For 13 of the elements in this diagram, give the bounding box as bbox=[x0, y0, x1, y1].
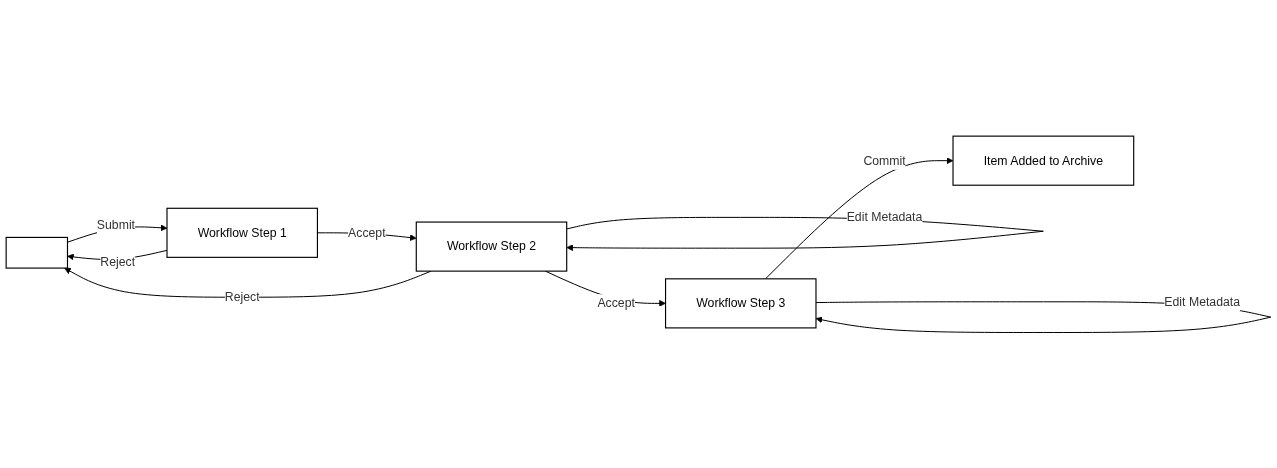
edge-label: Edit Metadata bbox=[846, 210, 923, 224]
node-box: Item Added to Archive bbox=[952, 135, 1135, 186]
node-box: Workflow Step 3 bbox=[664, 277, 817, 329]
node-box bbox=[5, 236, 69, 269]
edge-label: Accept bbox=[348, 225, 386, 239]
edge-label: Commit bbox=[863, 153, 906, 167]
edge-label: Accept bbox=[597, 296, 635, 310]
node-box: Workflow Step 1 bbox=[166, 207, 318, 258]
edge-label: Reject bbox=[100, 254, 136, 268]
node-box: Workflow Step 2 bbox=[415, 221, 568, 272]
edge-label: Submit bbox=[96, 218, 136, 232]
edge-label: Edit Metadata bbox=[1164, 294, 1241, 308]
edge-label: Reject bbox=[224, 289, 260, 304]
